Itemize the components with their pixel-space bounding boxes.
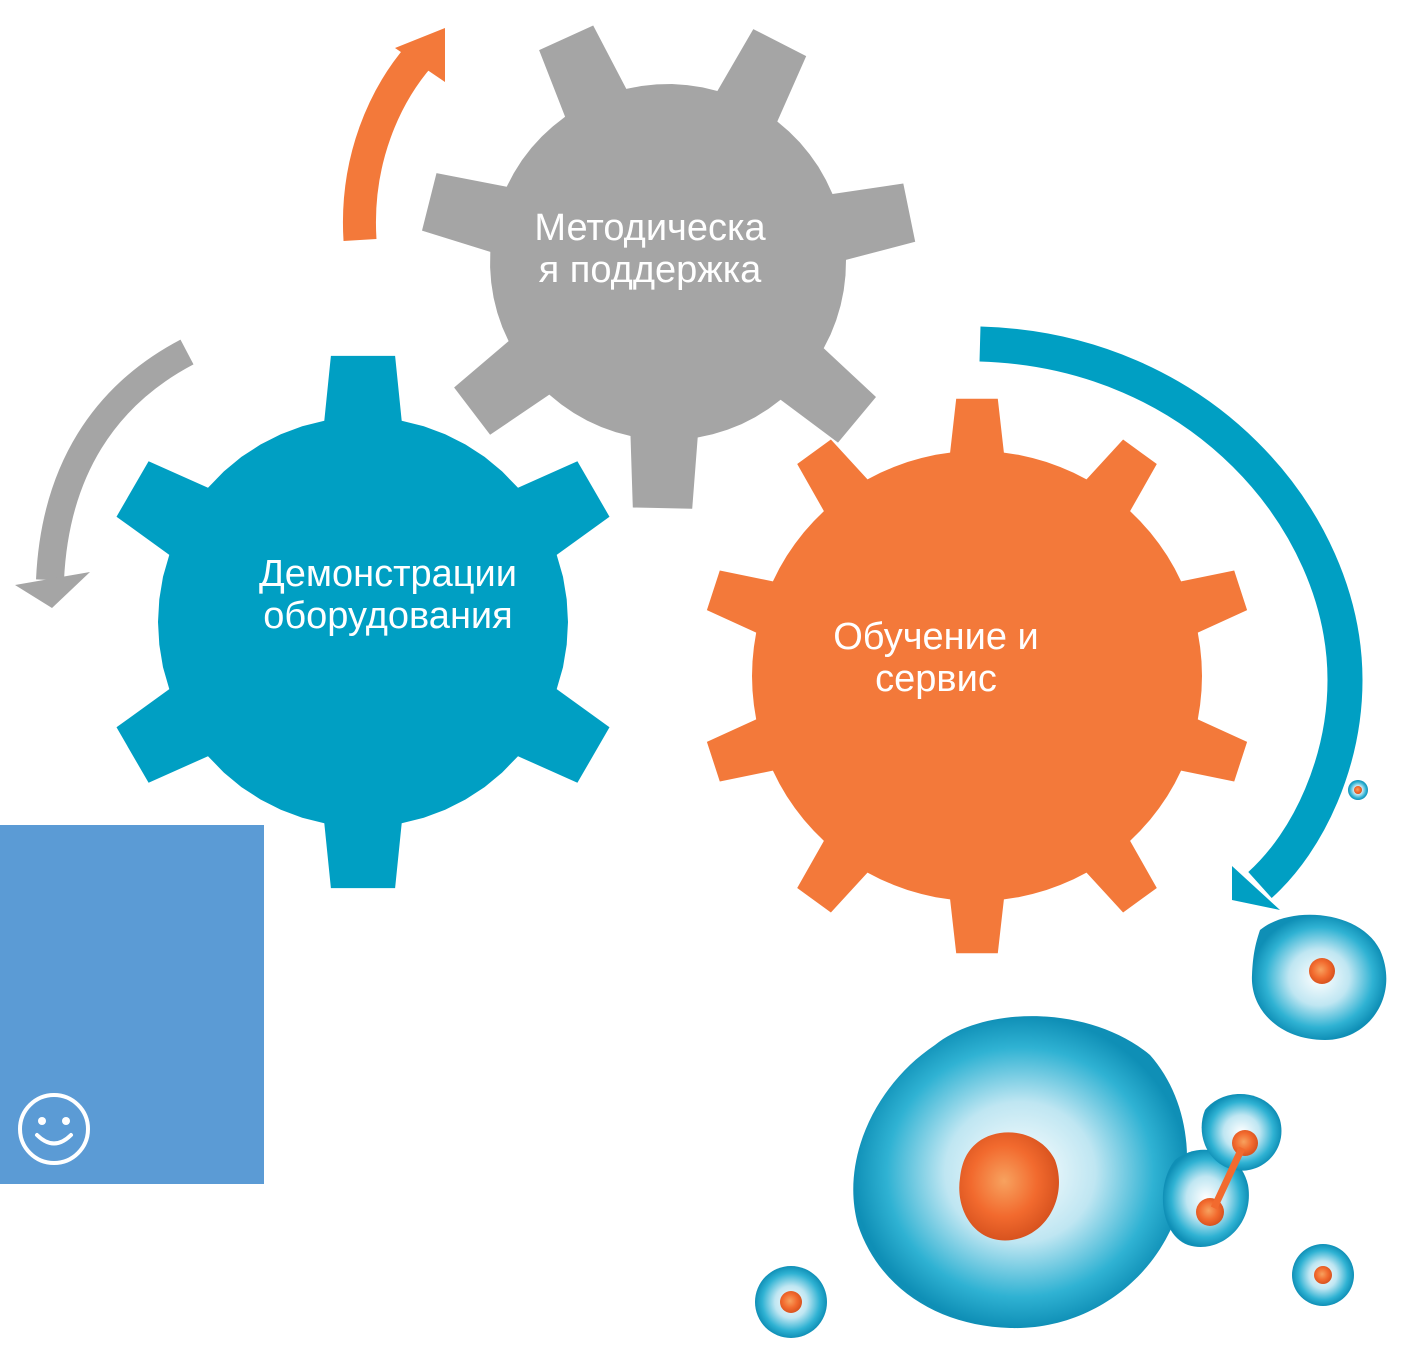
gear-label-training-service: Обучение и сервис [833,616,1039,700]
cycle-arrow-blue [979,326,1363,910]
cycle-arrow-gray [15,339,194,608]
cycle-arrow-orange [342,28,445,242]
gear-label-equipment-demos: Демонстрации оборудования [258,553,517,637]
gear-label-methodical-support: Методическа я поддержка [534,207,766,291]
gear-blue [116,355,610,889]
cell-cluster-icon [755,780,1387,1338]
gear-orange [706,398,1248,954]
smiley-face-icon [18,1093,90,1165]
gear-gray [422,25,916,509]
smiley-panel [0,825,264,1184]
